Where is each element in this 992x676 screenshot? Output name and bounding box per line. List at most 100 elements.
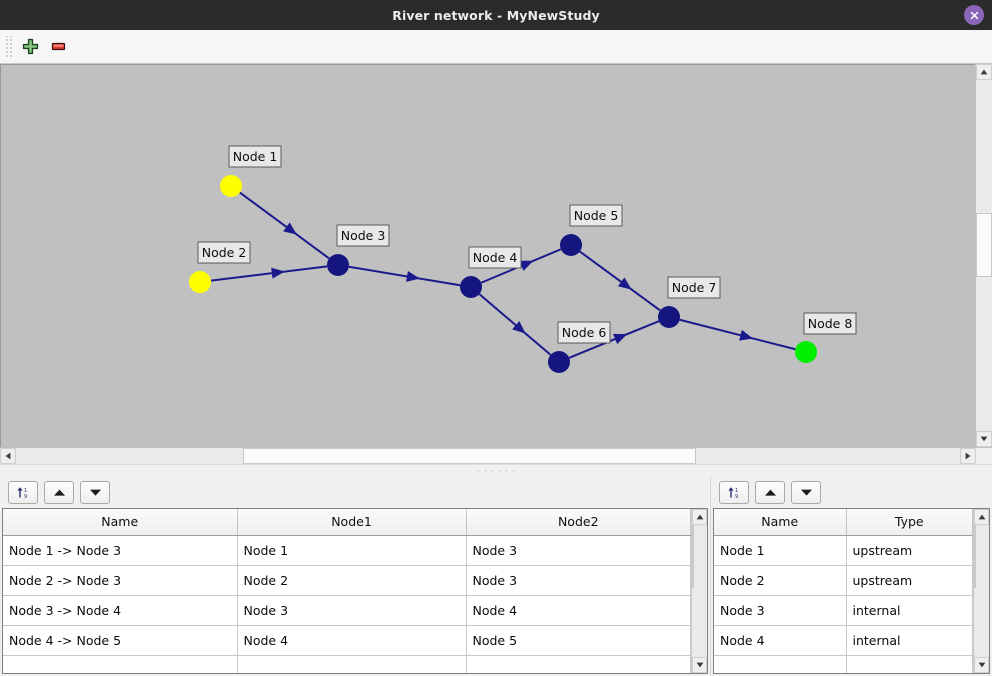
reaches-scroll-up-icon[interactable] (692, 509, 707, 525)
cell-type[interactable]: internal (846, 625, 973, 656)
cell-node1[interactable]: Node 4 (237, 625, 467, 656)
table-row-empty[interactable] (3, 655, 691, 673)
graph-edge[interactable] (679, 318, 796, 351)
nodes-sort-ascending-icon[interactable]: 1 9 (719, 480, 749, 504)
graph-node[interactable] (327, 254, 349, 276)
cell-name[interactable]: Node 3 (714, 595, 847, 626)
nodes-scroll-up-icon[interactable] (974, 509, 989, 525)
reaches-vscroll-track[interactable] (692, 525, 707, 657)
move-down-button[interactable] (80, 480, 110, 504)
reaches-table-header-row: Name Node1 Node2 (3, 509, 691, 536)
graph-node-label[interactable]: Node 6 (557, 321, 611, 344)
cell-node2[interactable]: Node 4 (466, 595, 691, 626)
nodes-scroll-down-icon[interactable] (974, 657, 989, 673)
nodes-table-header-row: Name Type (714, 509, 973, 536)
graph-horizontal-scrollbar[interactable] (0, 447, 992, 464)
graph-node-label[interactable]: Node 2 (197, 241, 251, 264)
graph-edge[interactable] (568, 320, 660, 359)
graph-node[interactable] (548, 351, 570, 373)
graph-node-label[interactable]: Node 8 (803, 312, 857, 335)
cell-empty[interactable] (846, 655, 973, 673)
graph-hscroll-thumb[interactable] (242, 448, 696, 464)
graph-node[interactable] (560, 234, 582, 256)
graph-hscroll-track[interactable] (16, 448, 960, 464)
graph-node[interactable] (795, 341, 817, 363)
close-icon[interactable] (964, 5, 984, 25)
move-up-button[interactable] (44, 480, 74, 504)
column-header-node2[interactable]: Node2 (466, 509, 691, 536)
cell-node2[interactable]: Node 5 (466, 625, 691, 656)
svg-text:Node 5: Node 5 (574, 208, 619, 223)
network-graph-canvas[interactable]: Node 1 Node 2 Node 3 Node 4 Node 5 Node 6 Node… (0, 64, 975, 447)
graph-vertical-scrollbar[interactable] (975, 64, 992, 447)
graph-vscroll-track[interactable] (976, 80, 992, 431)
table-row-empty[interactable] (714, 655, 973, 673)
cell-name[interactable]: Node 4 (714, 625, 847, 656)
cell-name[interactable]: Node 3 -> Node 4 (3, 595, 238, 626)
cell-type[interactable]: internal (846, 595, 973, 626)
toolbar-grip[interactable] (4, 35, 12, 58)
graph-node-label[interactable]: Node 7 (667, 276, 721, 299)
reaches-vertical-scrollbar[interactable] (691, 509, 707, 673)
column-header-node-name[interactable]: Name (714, 509, 847, 536)
cell-name[interactable]: Node 1 (714, 535, 847, 566)
nodes-move-up-button[interactable] (755, 480, 785, 504)
reaches-scroll-down-icon[interactable] (692, 657, 707, 673)
cell-node2[interactable]: Node 3 (466, 565, 691, 596)
scroll-down-icon[interactable] (976, 431, 992, 447)
graph-vscroll-thumb[interactable] (976, 213, 992, 277)
panel-splitter[interactable] (0, 464, 992, 476)
graph-node-label[interactable]: Node 5 (569, 204, 623, 227)
cell-type[interactable]: upstream (846, 565, 973, 596)
cell-node1[interactable]: Node 2 (237, 565, 467, 596)
add-plus-icon[interactable] (16, 33, 44, 61)
cell-name[interactable]: Node 1 -> Node 3 (3, 535, 238, 566)
nodes-vscroll-track[interactable] (974, 525, 989, 657)
graph-node-label[interactable]: Node 3 (336, 224, 390, 247)
column-header-node-type[interactable]: Type (846, 509, 973, 536)
graph-node[interactable] (658, 306, 680, 328)
cell-type[interactable]: upstream (846, 535, 973, 566)
cell-empty[interactable] (714, 655, 847, 673)
cell-node2[interactable]: Node 3 (466, 535, 691, 566)
graph-edge[interactable] (348, 265, 461, 287)
scroll-up-icon[interactable] (976, 64, 992, 80)
delete-icon[interactable] (44, 33, 72, 61)
cell-name[interactable]: Node 4 -> Node 5 (3, 625, 238, 656)
column-header-name[interactable]: Name (3, 509, 238, 536)
sort-ascending-icon[interactable]: 1 9 (8, 480, 38, 504)
nodes-vscroll-thumb[interactable] (974, 525, 976, 589)
nodes-move-down-button[interactable] (791, 480, 821, 504)
graph-node-label[interactable]: Node 1 (228, 145, 282, 168)
nodes-vertical-scrollbar[interactable] (973, 509, 989, 673)
cell-node1[interactable]: Node 3 (237, 595, 467, 626)
column-header-node1[interactable]: Node1 (237, 509, 467, 536)
reaches-vscroll-thumb[interactable] (692, 525, 694, 589)
graph-edge[interactable] (579, 250, 661, 312)
scroll-left-icon[interactable] (0, 448, 16, 464)
cell-name[interactable]: Node 2 (714, 565, 847, 596)
cell-name[interactable]: Node 2 -> Node 3 (3, 565, 238, 596)
graph-node[interactable] (220, 175, 242, 197)
graph-node-label[interactable]: Node 4 (468, 246, 522, 269)
cell-empty[interactable] (237, 655, 467, 673)
graph-node[interactable] (189, 271, 211, 293)
cell-empty[interactable] (466, 655, 691, 673)
cell-empty[interactable] (3, 655, 238, 673)
graph-edge[interactable] (210, 265, 328, 282)
graph-edge[interactable] (478, 293, 552, 356)
cell-node1[interactable]: Node 1 (237, 535, 467, 566)
graph-node[interactable] (460, 276, 482, 298)
graph-edge[interactable] (239, 191, 330, 260)
scroll-right-icon[interactable] (960, 448, 976, 464)
